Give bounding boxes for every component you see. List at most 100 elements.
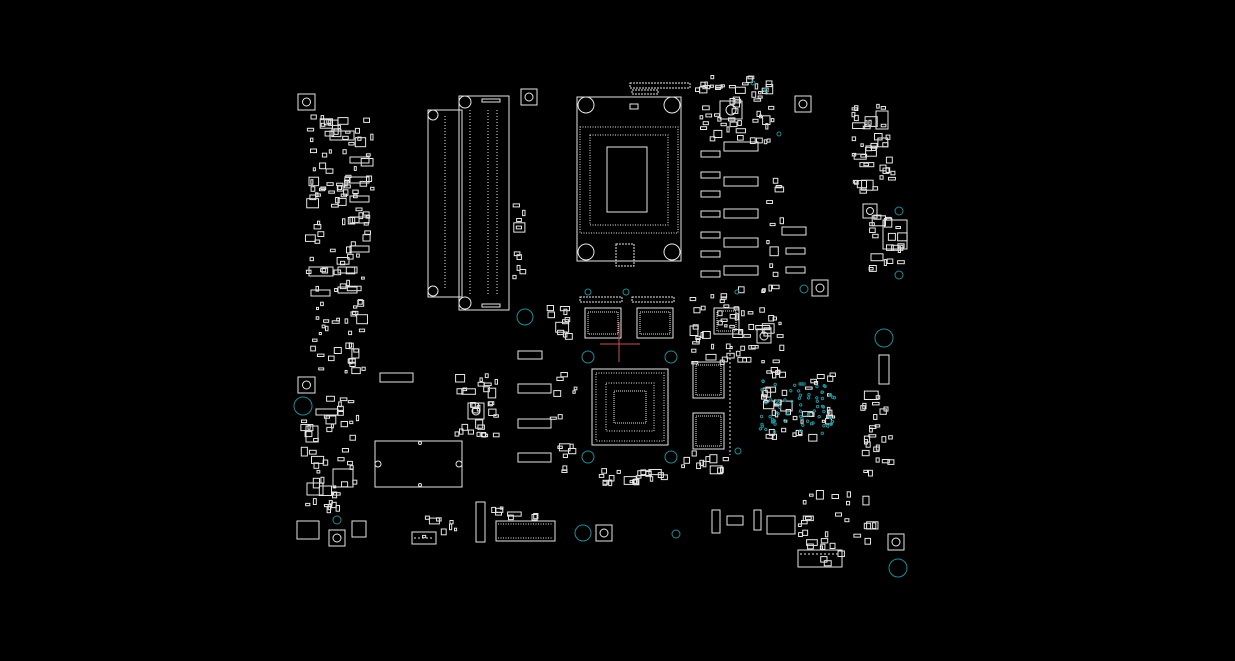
smd-part bbox=[726, 126, 730, 133]
via bbox=[759, 414, 764, 419]
smd-part bbox=[512, 274, 517, 280]
smd-part bbox=[422, 534, 427, 539]
via bbox=[798, 429, 802, 433]
smd-part bbox=[861, 449, 870, 457]
smd-part bbox=[348, 357, 353, 365]
smd-part bbox=[740, 345, 746, 351]
chipset-bga[interactable] bbox=[591, 368, 669, 446]
smd-part bbox=[349, 434, 356, 441]
smd-part bbox=[691, 348, 697, 353]
smd-part bbox=[821, 419, 826, 423]
pcie-connector[interactable] bbox=[495, 520, 556, 542]
smd-part bbox=[763, 327, 772, 337]
smd-part bbox=[305, 502, 311, 507]
smd-part bbox=[792, 432, 797, 437]
smd-part bbox=[802, 515, 814, 522]
smd-part bbox=[691, 450, 697, 457]
via-field bbox=[758, 379, 837, 435]
smd-part bbox=[608, 479, 613, 487]
smd-part bbox=[337, 197, 347, 206]
smd-part bbox=[872, 186, 879, 191]
memory-chips-side[interactable] bbox=[692, 350, 731, 455]
smd-part bbox=[870, 142, 878, 149]
smd-part bbox=[863, 522, 872, 530]
smd-part bbox=[557, 445, 563, 450]
smd-part bbox=[772, 284, 780, 290]
smd-part bbox=[365, 153, 371, 157]
smd-part bbox=[353, 166, 357, 171]
m2-slot[interactable] bbox=[374, 440, 463, 488]
smd-part bbox=[440, 528, 447, 536]
smd-part bbox=[362, 211, 370, 216]
smd-part bbox=[353, 305, 358, 309]
smd-part bbox=[693, 307, 701, 314]
smd-part bbox=[681, 464, 686, 469]
smd-part bbox=[336, 257, 350, 265]
smd-part bbox=[710, 84, 714, 88]
memory-chips-top[interactable] bbox=[579, 296, 675, 339]
vrm-chokes[interactable] bbox=[308, 130, 807, 535]
smd-part bbox=[719, 299, 725, 304]
via bbox=[812, 409, 816, 413]
smd-part bbox=[563, 308, 568, 316]
smd-part bbox=[315, 285, 319, 292]
smd-part bbox=[721, 356, 728, 363]
smd-part bbox=[891, 244, 904, 251]
dimm-slot-b[interactable] bbox=[458, 95, 510, 311]
smd-part bbox=[709, 465, 723, 475]
smd-part bbox=[883, 217, 893, 228]
smd-part bbox=[343, 189, 349, 196]
smd-part bbox=[348, 330, 353, 336]
cpu-socket[interactable] bbox=[576, 82, 691, 267]
smd-part bbox=[342, 135, 349, 140]
smd-part bbox=[709, 454, 718, 464]
via bbox=[776, 401, 781, 405]
smd-part bbox=[801, 411, 814, 417]
smd-part bbox=[325, 325, 329, 332]
smd-part bbox=[352, 189, 359, 195]
smd-part bbox=[763, 400, 775, 410]
smd-part bbox=[761, 389, 768, 397]
smd-part bbox=[868, 469, 873, 477]
smd-part bbox=[556, 376, 564, 382]
smd-part bbox=[683, 456, 690, 464]
smd-part bbox=[328, 190, 335, 194]
via bbox=[817, 415, 821, 419]
smd-part bbox=[313, 438, 319, 442]
smd-part bbox=[549, 416, 557, 420]
smd-part bbox=[424, 515, 430, 520]
smd-part bbox=[762, 115, 771, 126]
smd-part bbox=[809, 493, 814, 497]
bottom-right-header[interactable] bbox=[797, 549, 843, 568]
smd-part bbox=[476, 431, 481, 437]
via bbox=[828, 416, 833, 420]
smd-part bbox=[829, 542, 836, 549]
super-io[interactable] bbox=[713, 307, 740, 335]
smd-part bbox=[333, 269, 342, 276]
smd-part bbox=[349, 420, 354, 425]
via bbox=[826, 424, 830, 428]
smd-part bbox=[704, 81, 708, 88]
smd-part bbox=[487, 387, 497, 399]
smd-part bbox=[762, 387, 772, 398]
smd-part bbox=[823, 560, 832, 567]
smd-part bbox=[820, 556, 828, 563]
smd-part bbox=[337, 117, 349, 125]
smd-part bbox=[328, 355, 335, 362]
smd-part bbox=[861, 179, 874, 191]
smd-part bbox=[807, 543, 814, 550]
via bbox=[800, 382, 804, 386]
smd-part bbox=[515, 225, 522, 230]
dimm-slot-a[interactable] bbox=[427, 109, 463, 298]
smd-part bbox=[766, 200, 774, 205]
smd-part bbox=[358, 328, 366, 333]
via bbox=[798, 409, 803, 413]
smd-part bbox=[766, 138, 771, 143]
smd-part bbox=[370, 186, 375, 191]
smd-part bbox=[813, 381, 819, 385]
smd-part bbox=[320, 122, 326, 127]
via bbox=[822, 409, 826, 414]
smd-part bbox=[728, 117, 736, 122]
smd-part bbox=[729, 314, 737, 319]
